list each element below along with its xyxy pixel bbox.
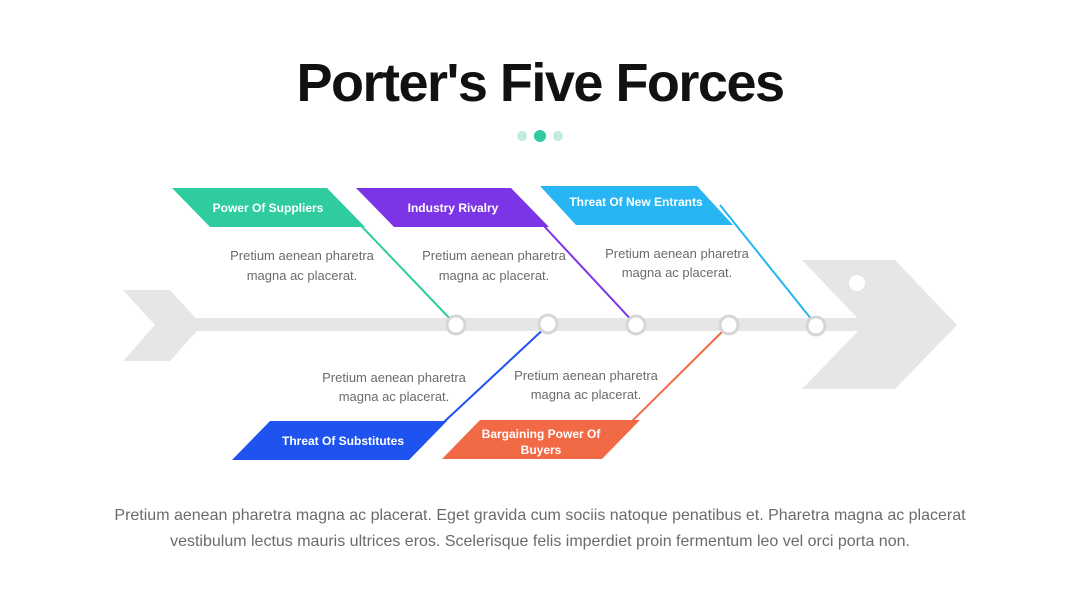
label-banner: [442, 420, 640, 459]
banner-label: Bargaining Power Of: [482, 427, 602, 441]
spine-node: [537, 313, 559, 335]
force-description: Pretium aenean pharetra: [514, 368, 659, 383]
banner-label: Buyers: [521, 443, 562, 457]
indicator-dot: [553, 131, 563, 141]
force-description: Pretium aenean pharetra: [322, 370, 467, 385]
banner-label: Threat Of Substitutes: [282, 434, 404, 448]
bone-new-entrants: [719, 204, 817, 326]
force-description: Pretium aenean pharetra: [605, 246, 750, 261]
fish-spine: [195, 318, 865, 331]
slide-indicator: [517, 130, 563, 142]
indicator-dot-active: [534, 130, 546, 142]
force-description: magna ac placerat.: [531, 387, 642, 402]
force-rivalry: Industry Rivalry Pretium aenean pharetra…: [356, 188, 567, 283]
bone-suppliers: [346, 210, 457, 326]
banner-label: Threat Of New Entrants: [569, 195, 703, 209]
page-title: Porter's Five Forces: [296, 53, 785, 113]
spine-nodes: [445, 313, 827, 337]
force-description: magna ac placerat.: [622, 265, 733, 280]
body-text-line: Pretium aenean pharetra magna ac placera…: [114, 507, 966, 524]
indicator-dot: [517, 131, 527, 141]
force-substitutes: Threat Of Substitutes Pretium aenean pha…: [232, 370, 467, 460]
spine-node: [805, 315, 827, 337]
fish-eye: [849, 275, 865, 291]
force-description: magna ac placerat.: [339, 389, 450, 404]
force-description: Pretium aenean pharetra: [230, 248, 375, 263]
force-new-entrants: Threat Of New Entrants Pretium aenean ph…: [540, 186, 750, 280]
bone-buyers: [619, 324, 730, 434]
spine-node: [445, 314, 467, 336]
label-banner: [232, 421, 447, 460]
spine-node: [718, 314, 740, 336]
label-banner: [540, 186, 733, 225]
force-description: magna ac placerat.: [247, 268, 358, 283]
banner-label: Power Of Suppliers: [213, 201, 324, 215]
fish-head: [802, 260, 957, 389]
label-banner: [172, 188, 365, 227]
force-description: magna ac placerat.: [439, 268, 550, 283]
bone-substitutes: [429, 324, 549, 436]
force-description: Pretium aenean pharetra: [422, 248, 567, 263]
bone-rivalry: [529, 210, 637, 326]
force-buyers: Bargaining Power Of Buyers Pretium aenea…: [442, 368, 659, 459]
fish-tail: [123, 290, 202, 361]
body-text-line: vestibulum lectus mauris ultrices eros. …: [170, 533, 910, 550]
banner-label: Industry Rivalry: [408, 201, 499, 215]
force-suppliers: Power Of Suppliers Pretium aenean pharet…: [172, 188, 375, 283]
spine-node: [625, 314, 647, 336]
label-banner: [356, 188, 549, 227]
